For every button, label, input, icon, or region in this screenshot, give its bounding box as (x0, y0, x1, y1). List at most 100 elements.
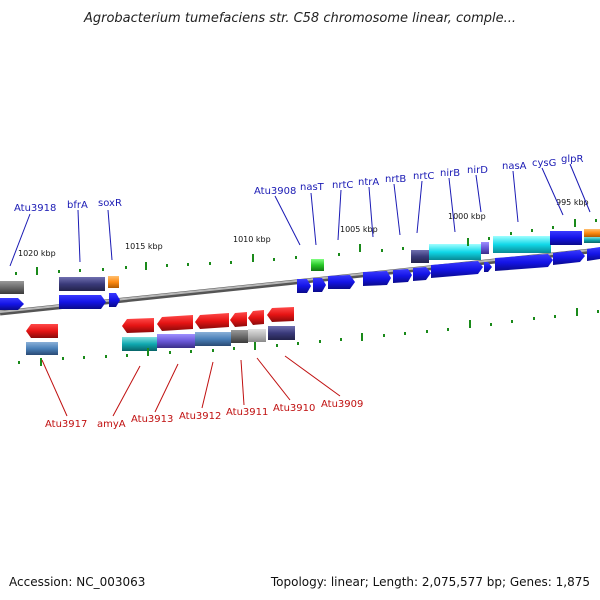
tick (40, 358, 42, 366)
feature-block (311, 259, 324, 271)
feature-block (122, 337, 157, 351)
feature-block (0, 281, 24, 294)
tick (79, 269, 81, 272)
gene-label: nirD (467, 165, 488, 176)
tick (404, 332, 406, 335)
tick (597, 310, 599, 313)
gene-label: nirB (440, 168, 460, 179)
tick (359, 244, 361, 252)
forward-cds (431, 261, 483, 278)
tick (233, 347, 235, 350)
tick (554, 315, 556, 318)
tick (511, 320, 513, 323)
tick (488, 237, 490, 240)
kbp-label: 1005 kbp (340, 225, 378, 234)
gene-label: bfrA (67, 200, 88, 211)
leader-line (337, 189, 342, 241)
forward-cds (328, 275, 355, 289)
tick (209, 262, 211, 265)
leader-line (107, 209, 113, 261)
tick (338, 253, 340, 256)
feature-block (429, 244, 481, 260)
tick (381, 249, 383, 252)
feature-block (550, 231, 582, 245)
gene-label: Atu3917 (45, 419, 87, 430)
feature-block (268, 326, 295, 340)
gene-label: nasA (502, 161, 527, 172)
tick (402, 247, 404, 250)
tick (340, 338, 342, 341)
forward-cds (553, 250, 585, 265)
forward-strand-features (0, 229, 600, 310)
tick (187, 263, 189, 266)
tick (105, 355, 107, 358)
tick (62, 357, 64, 360)
tick (190, 350, 192, 353)
forward-cds (0, 298, 24, 310)
tick (18, 361, 20, 364)
leader-line (274, 195, 301, 246)
gene-label: nrtC (332, 180, 353, 191)
leader-line (569, 163, 591, 213)
gene-label: Atu3912 (179, 411, 221, 422)
reverse-cds (267, 307, 294, 322)
tick (125, 266, 127, 269)
gene-label: nrtB (385, 174, 406, 185)
leader-line (77, 209, 81, 263)
map-title: Agrobacterium tumefaciens str. C58 chrom… (83, 11, 517, 26)
feature-block (248, 329, 266, 342)
tick (147, 348, 149, 356)
tick (126, 354, 128, 357)
leader-line (541, 167, 564, 216)
kbp-label: 1020 kbp (18, 249, 56, 258)
tick (145, 262, 147, 270)
leader-line (201, 361, 214, 409)
kbp-label: 995 kbp (556, 198, 589, 207)
tick (531, 229, 533, 232)
gene-label: Atu3913 (131, 414, 173, 425)
reverse-cds (195, 313, 229, 329)
feature-block (195, 332, 231, 346)
gene-label: Atu3909 (321, 399, 363, 410)
tick (576, 308, 578, 316)
forward-cds (313, 278, 326, 292)
tick (166, 264, 168, 267)
reverse-strand-features (26, 307, 295, 355)
tick (252, 254, 254, 262)
feature-block (157, 334, 195, 348)
kbp-label: 1010 kbp (233, 235, 271, 244)
leader-line (416, 180, 423, 234)
tick (533, 317, 535, 320)
forward-cds (59, 295, 106, 309)
tick (469, 320, 471, 328)
tick (276, 344, 278, 347)
tick (552, 226, 554, 229)
feature-block (481, 242, 489, 254)
gene-label: Atu3918 (14, 203, 56, 214)
leader-line (284, 355, 341, 397)
leader-line (256, 357, 291, 401)
feature-block (59, 277, 105, 291)
summary-label: Topology: linear; Length: 2,075,577 bp; … (270, 575, 590, 589)
leader-line (475, 174, 482, 213)
tick (169, 351, 171, 354)
tick (426, 330, 428, 333)
lower-ticks (18, 308, 599, 366)
leader-line (9, 213, 31, 267)
top-label-leaders (9, 163, 591, 267)
bottom-label-leaders (41, 355, 341, 417)
feature-block (26, 342, 58, 355)
gene-label: ntrA (358, 177, 379, 188)
gene-label: soxR (98, 198, 122, 209)
tick (230, 261, 232, 264)
gene-label: cysG (532, 158, 556, 169)
tick (383, 334, 385, 337)
forward-cds (495, 254, 553, 271)
forward-cds (393, 269, 412, 283)
tick (361, 333, 363, 341)
tick (58, 270, 60, 273)
leader-line (154, 363, 179, 413)
reverse-cds (26, 324, 58, 338)
tick (83, 356, 85, 359)
